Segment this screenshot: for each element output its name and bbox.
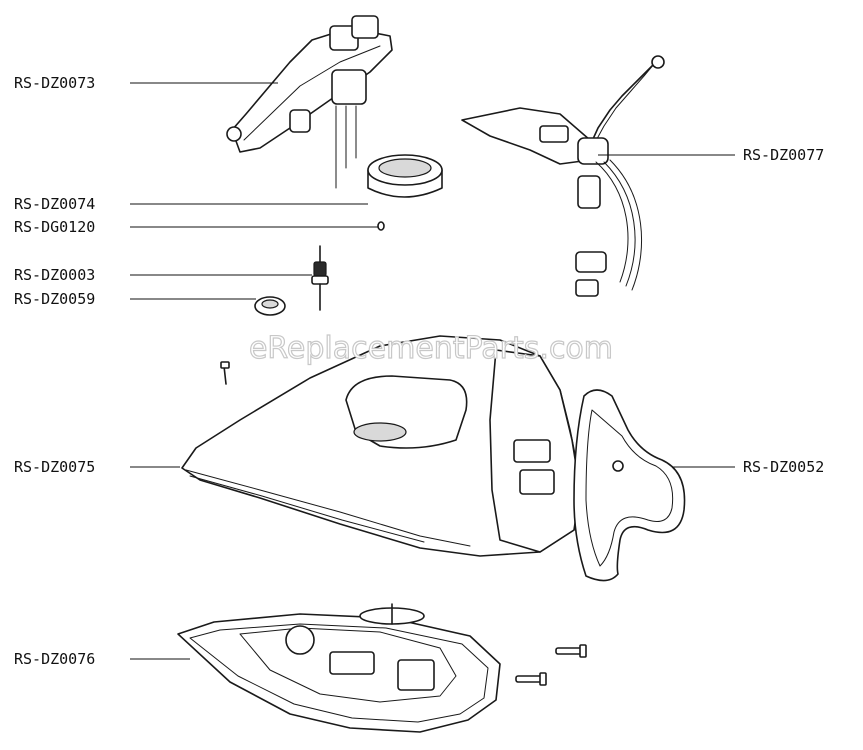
leader-lines [130,82,735,660]
part-screws [515,644,587,686]
part-cap [367,154,443,198]
watermark: eReplacementParts.com [249,331,613,366]
part-seal-ring [254,296,286,316]
label-seal-ring: RS-DZ0059 [14,290,95,308]
label-handle-top: RS-DZ0073 [14,74,95,92]
label-valve-pin: RS-DZ0003 [14,266,95,284]
label-oring: RS-DG0120 [14,218,95,236]
label-cord-assembly: RS-DZ0077 [743,146,824,164]
part-body [181,335,581,557]
label-rear-cover: RS-DZ0052 [743,458,824,476]
label-soleplate: RS-DZ0076 [14,650,95,668]
part-valve-pin [311,245,329,311]
part-labels: RS-DZ0073 RS-DZ0074 RS-DG0120 RS-DZ0003 … [14,74,824,668]
part-handle-top [226,15,393,189]
part-soleplate [177,603,501,733]
part-rear-cover [573,389,686,582]
label-cap: RS-DZ0074 [14,195,95,213]
part-cord-assembly [461,55,665,297]
part-oring [377,221,385,231]
label-body: RS-DZ0075 [14,458,95,476]
